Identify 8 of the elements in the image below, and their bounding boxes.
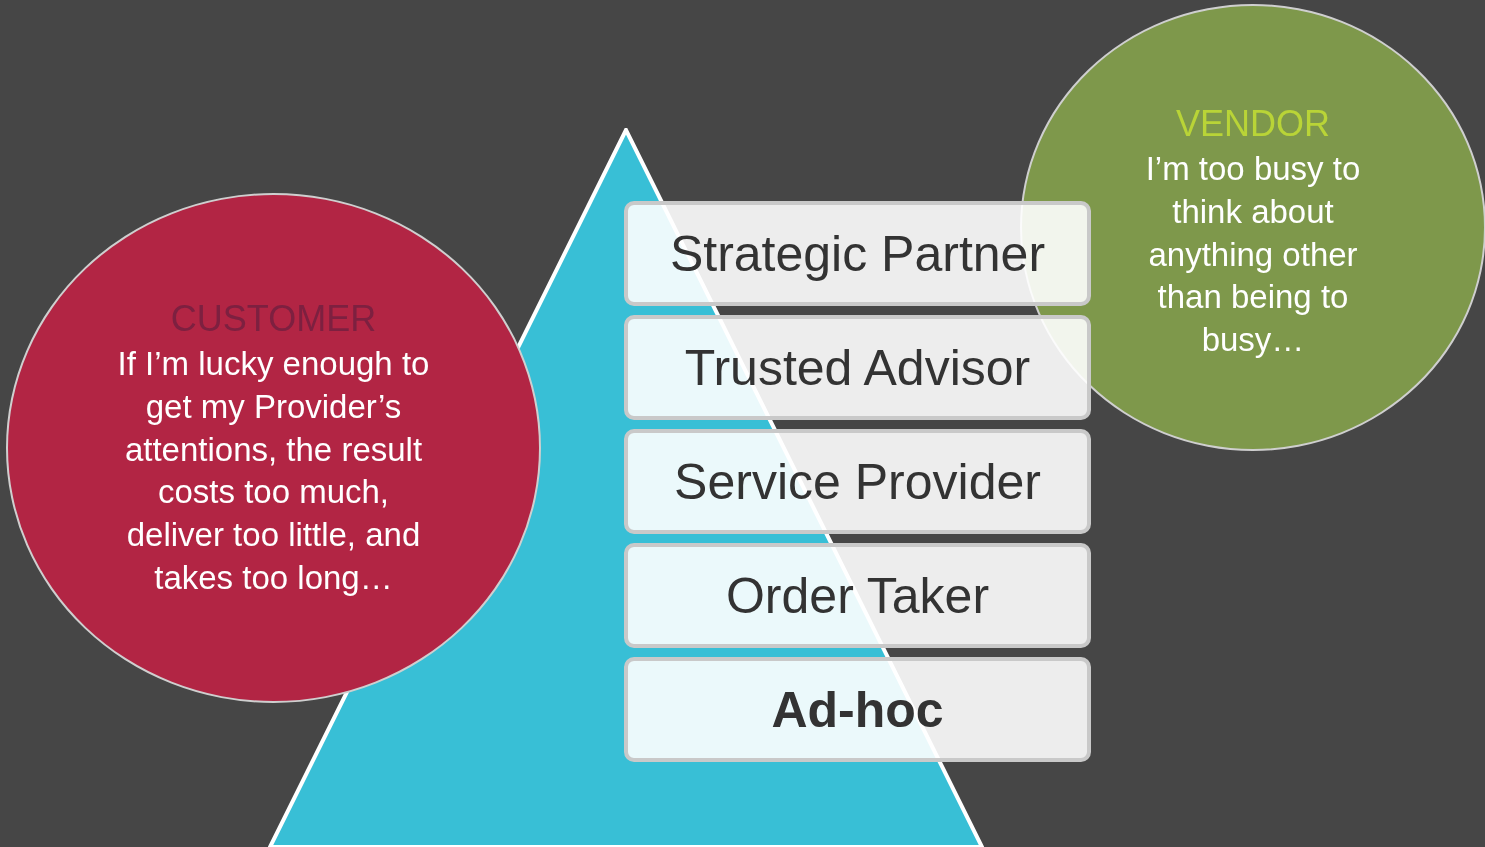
level-box: Trusted Advisor: [624, 315, 1091, 420]
level-box: Ad-hoc: [624, 657, 1091, 762]
level-box: Service Provider: [624, 429, 1091, 534]
circle-text: If I’m lucky enough to get my Provider’s attentions, the result costs too much, deliver too little, and takes too long…: [116, 343, 431, 599]
level-box: Strategic Partner: [624, 201, 1091, 306]
circle-text: I’m too busy to think about anything other than being to busy…: [1144, 148, 1362, 361]
level-box: Order Taker: [624, 543, 1091, 648]
circle-heading: VENDOR: [1176, 102, 1330, 146]
